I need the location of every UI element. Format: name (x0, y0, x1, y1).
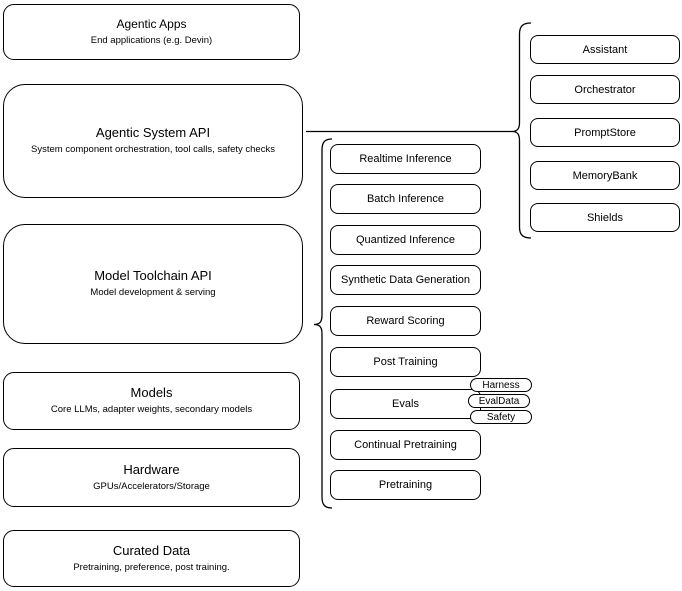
node-subtitle: GPUs/Accelerators/Storage (93, 480, 210, 492)
node-realtime-inference: Realtime Inference (330, 144, 481, 174)
node-promptstore: PromptStore (530, 118, 680, 147)
node-post-training: Post Training (330, 347, 481, 377)
node-subtitle: Core LLMs, adapter weights, secondary mo… (50, 404, 253, 416)
node-subtitle: System component orchestration, tool cal… (31, 144, 275, 156)
node-subtitle: End applications (e.g. Devin) (90, 34, 213, 46)
node-title: Agentic System API (95, 125, 211, 141)
node-reward-scoring: Reward Scoring (330, 306, 481, 336)
node-continual-pretraining: Continual Pretraining (330, 430, 481, 460)
node-evals: Evals (330, 389, 481, 419)
node-model-toolchain-api: Model Toolchain API Model development & … (3, 224, 303, 344)
node-quantized-inference: Quantized Inference (330, 225, 481, 255)
node-assistant: Assistant (530, 35, 680, 64)
node-agentic-system-api: Agentic System API System component orch… (3, 84, 303, 198)
pill-harness: Harness (470, 378, 532, 392)
node-title: Agentic Apps (116, 16, 187, 31)
node-title: Models (130, 385, 173, 401)
node-subtitle: Model development & serving (90, 287, 216, 299)
node-title: Hardware (123, 461, 180, 477)
node-curated-data: Curated Data Pretraining, preference, po… (3, 530, 300, 587)
node-subtitle: Pretraining, preference, post training. (73, 561, 230, 573)
node-memorybank: MemoryBank (530, 161, 680, 190)
node-title: Curated Data (112, 542, 191, 558)
node-title: Model Toolchain API (94, 268, 212, 284)
bracket-right-column (511, 22, 532, 239)
node-pretraining: Pretraining (330, 470, 481, 500)
node-models: Models Core LLMs, adapter weights, secon… (3, 372, 300, 430)
pill-safety: Safety (470, 410, 532, 424)
pill-evaldata: EvalData (468, 394, 530, 408)
node-hardware: Hardware GPUs/Accelerators/Storage (3, 448, 300, 507)
node-agentic-apps: Agentic Apps End applications (e.g. Devi… (3, 4, 300, 60)
node-shields: Shields (530, 203, 680, 232)
node-synthetic-data-generation: Synthetic Data Generation (330, 265, 481, 295)
node-orchestrator: Orchestrator (530, 75, 680, 104)
node-batch-inference: Batch Inference (330, 184, 481, 214)
